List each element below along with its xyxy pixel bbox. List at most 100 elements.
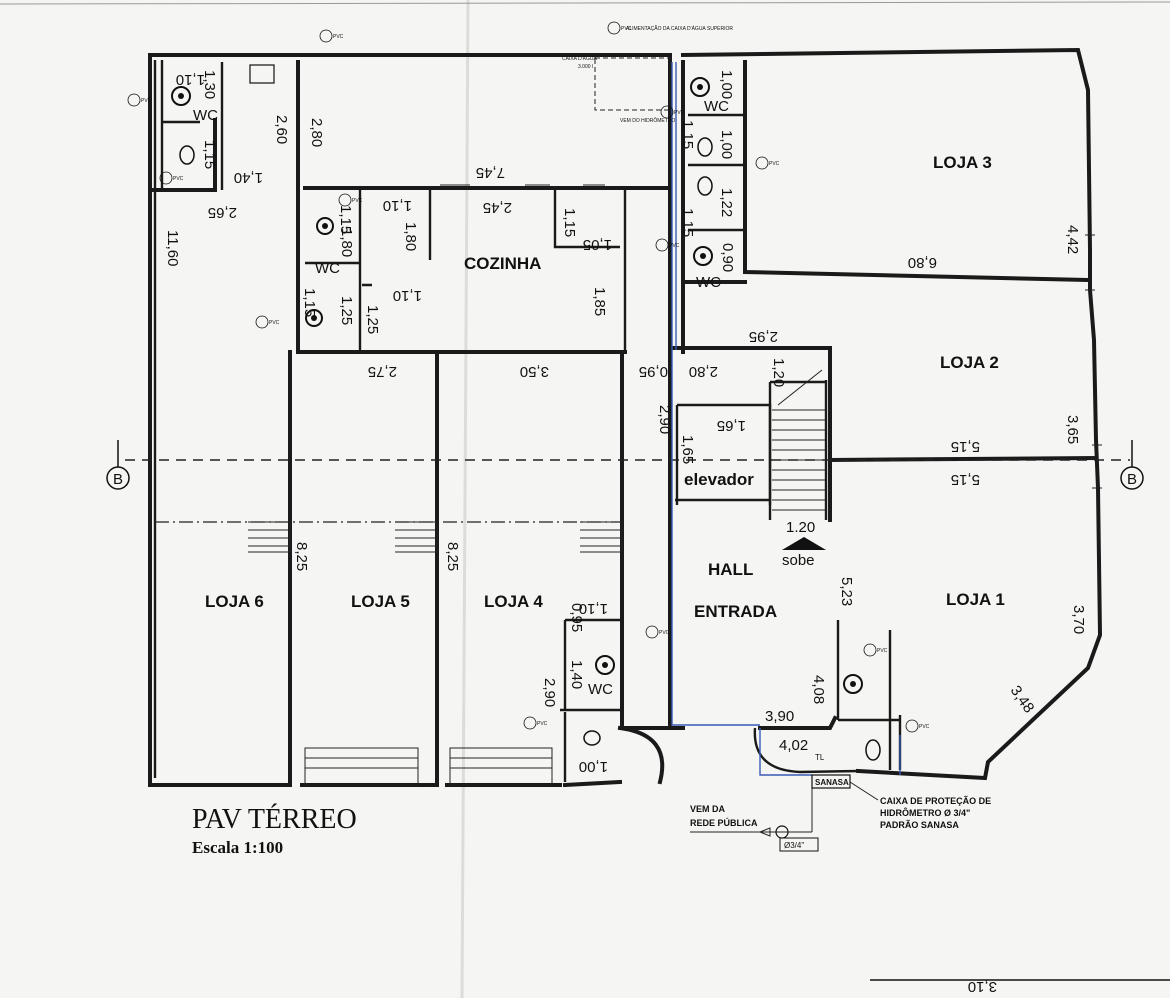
pvc-tag: PVC <box>755 156 780 170</box>
pvc-tag: PVC <box>607 21 632 35</box>
svg-text:1,15: 1,15 <box>561 208 578 237</box>
svg-text:1,65: 1,65 <box>717 417 746 434</box>
svg-text:1,10: 1,10 <box>579 600 608 617</box>
svg-text:2,95: 2,95 <box>749 328 778 345</box>
paper-top-edge <box>0 1 1170 5</box>
svg-text:VEM DA: VEM DA <box>690 804 726 814</box>
room-label-wc: WC <box>696 274 721 291</box>
room-label-wc: WC <box>315 260 340 277</box>
pvc-tag: PVC <box>863 643 888 657</box>
pvc-tags: PVC PVC PVC PVC PVC PVC PVC PVC PVC PVC … <box>127 21 930 733</box>
svg-text:2,90: 2,90 <box>541 678 558 707</box>
svg-text:4,02: 4,02 <box>779 737 808 754</box>
svg-text:6,80: 6,80 <box>908 254 937 271</box>
svg-text:1,30: 1,30 <box>201 70 218 99</box>
svg-text:0,95: 0,95 <box>639 363 668 380</box>
drawing-title: PAV TÉRREO <box>192 804 357 835</box>
svg-text:7,45: 7,45 <box>476 164 505 181</box>
svg-text:2,75: 2,75 <box>368 363 397 380</box>
svg-text:1,65: 1,65 <box>679 435 696 464</box>
svg-text:SANASA: SANASA <box>815 778 849 787</box>
pvc-tag: PVC <box>127 93 152 107</box>
svg-text:ALIMENTAÇÃO DA CAIXA D'ÁGUA SU: ALIMENTAÇÃO DA CAIXA D'ÁGUA SUPERIOR <box>626 25 733 32</box>
pvc-tag: PVC <box>655 238 680 252</box>
svg-text:8,25: 8,25 <box>293 542 310 571</box>
svg-text:2,45: 2,45 <box>483 199 512 216</box>
svg-text:VEM DO HIDRÔMETRO: VEM DO HIDRÔMETRO <box>620 117 675 124</box>
svg-text:PVC: PVC <box>674 110 685 116</box>
svg-text:PVC: PVC <box>269 320 280 326</box>
svg-text:1,00: 1,00 <box>718 70 735 99</box>
sink-icon <box>595 655 615 675</box>
svg-text:4,08: 4,08 <box>810 675 827 704</box>
svg-text:1,10: 1,10 <box>393 287 422 304</box>
pvc-tag: PVC <box>905 719 930 733</box>
svg-text:1,05: 1,05 <box>583 236 612 253</box>
svg-text:1,85: 1,85 <box>591 287 608 316</box>
room-label-wc: WC <box>588 681 613 698</box>
svg-text:1,20: 1,20 <box>770 358 787 387</box>
sink-icon <box>843 674 863 694</box>
pvc-tag: PVC <box>255 315 280 329</box>
svg-text:1,10: 1,10 <box>176 71 205 88</box>
dimension-labels: 7,45 2,65 2,45 2,75 3,50 0,95 2,80 2,95 … <box>164 70 1087 995</box>
walls <box>148 47 1103 788</box>
sink-icon <box>305 309 323 327</box>
svg-text:2,80: 2,80 <box>689 363 718 380</box>
svg-text:1,80: 1,80 <box>338 228 355 257</box>
svg-text:1,10: 1,10 <box>383 197 412 214</box>
pvc-tag: PVC <box>159 171 184 185</box>
staircase <box>772 369 826 511</box>
svg-text:Ø3/4": Ø3/4" <box>784 841 804 850</box>
pvc-tag: PVC <box>523 716 548 730</box>
svg-text:PVC: PVC <box>173 176 184 182</box>
room-label-hall: HALL <box>708 560 753 579</box>
section-marker-right: B <box>1120 440 1144 490</box>
drawing-scale: Escala 1:100 <box>192 838 283 857</box>
annotations: CAIXA D'ÁGUA 3.000 l ALIMENTAÇÃO DA CAIX… <box>562 25 991 852</box>
sink-basin-icon <box>249 64 275 84</box>
paper-fold-line <box>460 0 470 998</box>
room-labels: LOJA 3 LOJA 2 LOJA 1 LOJA 4 LOJA 5 LOJA … <box>193 98 1005 698</box>
svg-text:3,50: 3,50 <box>520 363 549 380</box>
room-label-entrada: ENTRADA <box>694 602 777 621</box>
svg-text:TL: TL <box>815 753 825 762</box>
svg-text:3,65: 3,65 <box>1064 415 1081 444</box>
svg-text:CAIXA DE PROTEÇÃO DE: CAIXA DE PROTEÇÃO DE <box>880 796 991 806</box>
svg-text:PVC: PVC <box>877 648 888 654</box>
svg-text:PVC: PVC <box>537 721 548 727</box>
svg-text:PVC: PVC <box>333 34 344 40</box>
sink-icon <box>690 77 710 97</box>
svg-text:1,25: 1,25 <box>364 305 381 334</box>
svg-text:2,65: 2,65 <box>208 204 237 221</box>
svg-text:3,10: 3,10 <box>968 978 997 995</box>
room-label-wc: WC <box>704 98 729 115</box>
svg-text:PVC: PVC <box>669 243 680 249</box>
meter-size-box <box>779 837 819 852</box>
svg-text:PVC: PVC <box>769 161 780 167</box>
toilet-icon <box>697 137 713 157</box>
svg-text:1,25: 1,25 <box>338 296 355 325</box>
section-marker-left: B <box>106 440 130 490</box>
toilet-icon <box>583 730 601 746</box>
svg-text:5,15: 5,15 <box>951 471 980 488</box>
svg-text:1,00: 1,00 <box>718 130 735 159</box>
svg-text:4,42: 4,42 <box>1064 225 1081 254</box>
pvc-tag: PVC <box>338 193 363 207</box>
sanasa-box <box>811 774 851 789</box>
svg-text:5,15: 5,15 <box>951 438 980 455</box>
toilet-icon <box>179 145 195 165</box>
svg-text:0,90: 0,90 <box>719 243 736 272</box>
svg-text:1,15: 1,15 <box>679 120 696 149</box>
stair-level: 1.20 <box>786 519 815 536</box>
svg-text:PVC: PVC <box>141 98 152 104</box>
svg-text:CAIXA D'ÁGUA: CAIXA D'ÁGUA <box>562 55 598 62</box>
svg-text:1,40: 1,40 <box>568 660 585 689</box>
room-label-loja6: LOJA 6 <box>205 592 264 611</box>
stair-up-label: sobe <box>782 552 815 569</box>
svg-text:11,60: 11,60 <box>164 230 181 266</box>
svg-text:0,95: 0,95 <box>568 603 585 632</box>
svg-text:PVC: PVC <box>621 26 632 32</box>
fixtures <box>171 64 881 761</box>
